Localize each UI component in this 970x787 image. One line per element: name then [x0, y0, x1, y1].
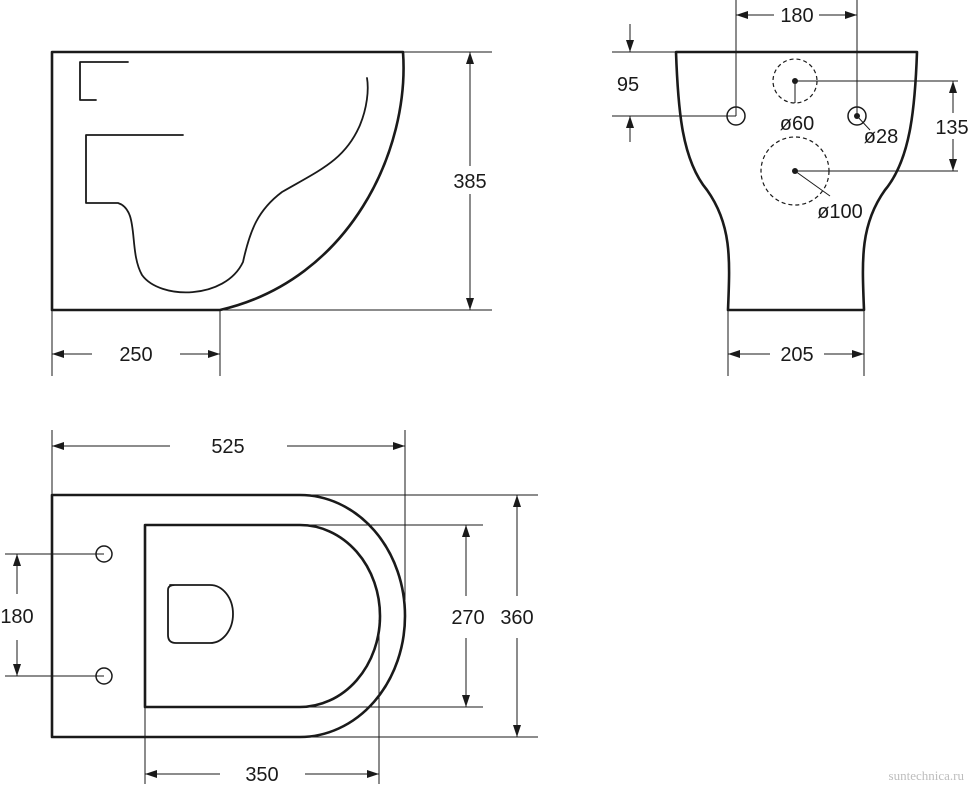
- dim-135-label: 135: [935, 117, 968, 139]
- dim-135-label-bg: [935, 113, 970, 139]
- dim-95-arrow-top: [626, 40, 634, 52]
- dim-350-label: 350: [245, 764, 278, 786]
- top-view: 525 180 270 360 350: [0, 430, 538, 786]
- leader-o100: [794, 170, 831, 197]
- hole-o100-label: ø100: [817, 201, 863, 223]
- dim-525-arrow-left: [52, 442, 64, 450]
- top-view-outline: [50, 493, 407, 739]
- dim-270-arrow-top: [462, 525, 470, 537]
- dim-525-label: 525: [211, 436, 244, 458]
- dim-270-label: 270: [451, 607, 484, 629]
- side-view-bowl-profile: [85, 77, 369, 294]
- dim-180-top-arrow-right: [845, 11, 857, 19]
- dim-385-label: 385: [453, 171, 486, 193]
- top-view-bowl-rim: [143, 523, 382, 709]
- side-view-bracket-top: [79, 61, 129, 101]
- dim-350-arrow-right: [367, 770, 379, 778]
- dim-180-top-label: 180: [780, 5, 813, 27]
- side-view: 385 250: [50, 50, 496, 376]
- dim-250-arrow-right: [208, 350, 220, 358]
- dim-250-label: 250: [119, 344, 152, 366]
- dim-525-arrow-right: [393, 442, 405, 450]
- dim-360-label: 360: [500, 607, 533, 629]
- dim-180-top-arrow-left: [736, 11, 748, 19]
- hole-o28-label: ø28: [864, 126, 898, 148]
- dim-135-arrow-top: [949, 81, 957, 93]
- dim-385-arrow-bottom: [466, 298, 474, 310]
- hole-o60-label: ø60: [780, 113, 814, 135]
- front-view: ø60 ø28 ø100 180 95 135 205: [612, 0, 970, 376]
- dim-360-arrow-top: [513, 495, 521, 507]
- top-view-drain-opening: [167, 584, 234, 644]
- dim-385-arrow-top: [466, 52, 474, 64]
- dim-360-arrow-bottom: [513, 725, 521, 737]
- dim-95-arrow-bottom: [626, 116, 634, 128]
- dim-350-arrow-left: [145, 770, 157, 778]
- dim-205-label: 205: [780, 344, 813, 366]
- dim-270-arrow-bottom: [462, 695, 470, 707]
- dim-135-arrow-bottom: [949, 159, 957, 171]
- dim-385-label-bg: [444, 166, 496, 194]
- dim-180-left-arrow-top: [13, 554, 21, 566]
- side-view-outline: [50, 50, 405, 312]
- leader-o28: [856, 115, 871, 131]
- dim-250-arrow-left: [52, 350, 64, 358]
- dim-180-left-label: 180: [0, 606, 33, 628]
- dim-205-arrow-left: [728, 350, 740, 358]
- front-view-outline: [674, 50, 919, 312]
- dim-180-left-arrow-bottom: [13, 664, 21, 676]
- watermark: suntechnica.ru: [889, 768, 965, 783]
- dim-205-arrow-right: [852, 350, 864, 358]
- dim-95-label: 95: [617, 74, 639, 96]
